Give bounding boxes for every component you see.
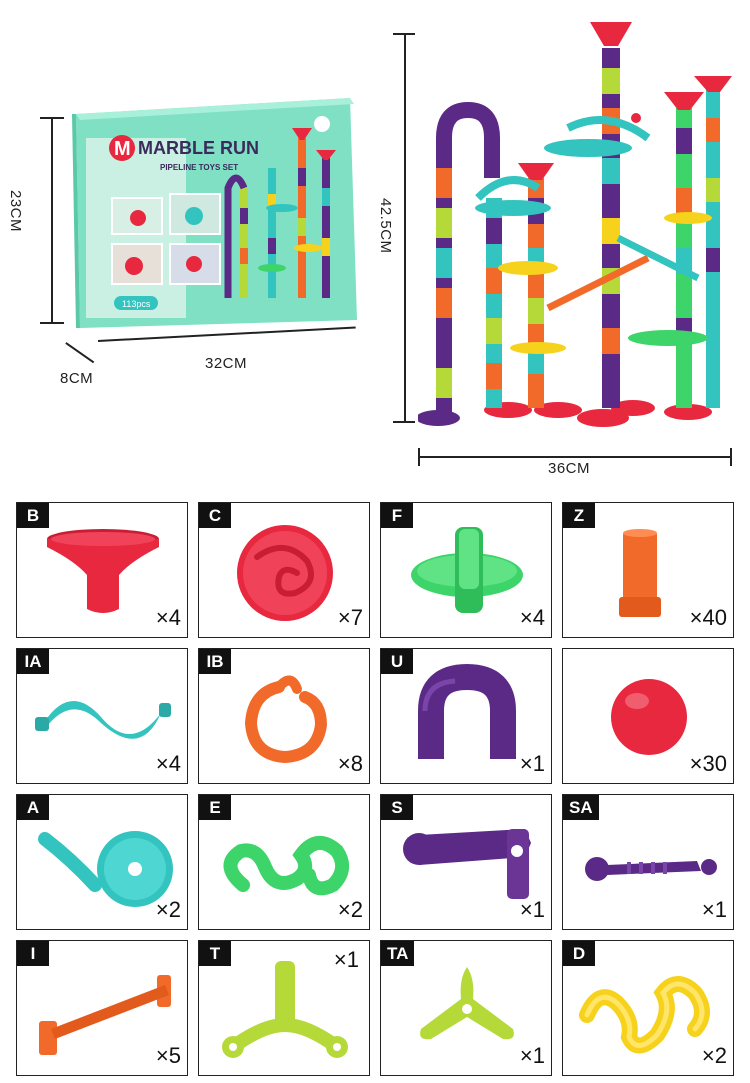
part-card-z: Z ×40 <box>562 502 734 638</box>
clip-ring-image <box>213 663 357 771</box>
part-code: S <box>381 795 413 820</box>
t-stand-image <box>213 955 357 1063</box>
part-code: IA <box>17 649 49 674</box>
tower-width-label: 36CM <box>548 460 591 477</box>
plunger-piece-image <box>577 809 721 917</box>
part-quantity: ×5 <box>155 1043 181 1068</box>
part-quantity: ×2 <box>701 1043 727 1068</box>
launcher-piece-image <box>395 809 539 917</box>
part-code: D <box>563 941 595 966</box>
part-code: Z <box>563 503 595 528</box>
part-quantity: ×8 <box>337 751 363 776</box>
u-pipe-image <box>395 663 539 771</box>
part-code: SA <box>563 795 599 820</box>
part-code: U <box>381 649 413 674</box>
part-card-s: S ×1 <box>380 794 552 930</box>
part-quantity: ×4 <box>519 605 545 630</box>
product-box-image: M MARBLE RUN PIPELINE TOYS SET 113pcs <box>72 98 357 328</box>
box-depth-label: 8CM <box>60 370 94 387</box>
part-code: F <box>381 503 413 528</box>
part-code: I <box>17 941 49 966</box>
part-quantity: ×40 <box>689 605 727 630</box>
part-card-sa: SA ×1 <box>562 794 734 930</box>
part-card-u: U ×1 <box>380 648 552 784</box>
part-card-t: T ×1 <box>198 940 370 1076</box>
part-quantity: ×1 <box>701 897 727 922</box>
tower-height-label: 42.5CM <box>377 198 394 254</box>
part-code: E <box>199 795 231 820</box>
part-card-a: A ×2 <box>16 794 188 930</box>
part-card-ia: IA ×4 <box>16 648 188 784</box>
part-quantity: ×30 <box>689 751 727 776</box>
part-quantity: ×4 <box>155 605 181 630</box>
wave-track-image <box>577 955 721 1063</box>
part-quantity: ×7 <box>337 605 363 630</box>
part-code: B <box>17 503 49 528</box>
part-code: IB <box>199 649 231 674</box>
straight-rail-image <box>31 955 175 1063</box>
part-card-b: B ×4 <box>16 502 188 638</box>
box-subtitle: PIPELINE TOYS SET <box>160 163 238 172</box>
box-width-label: 32CM <box>205 355 248 372</box>
part-quantity: ×1 <box>519 897 545 922</box>
part-quantity: ×4 <box>155 751 181 776</box>
box-height-line <box>51 117 53 323</box>
box-piece-count: 113pcs <box>122 299 151 309</box>
tower-width-line <box>418 456 731 458</box>
parts-grid: B ×4 C ×7 F <box>16 502 734 1078</box>
tower-height-line <box>404 33 406 422</box>
part-code: A <box>17 795 49 820</box>
part-card-ball: ×30 <box>562 648 734 784</box>
assembled-tower-image <box>418 18 738 438</box>
part-card-e: E ×2 <box>198 794 370 930</box>
part-quantity: ×2 <box>155 897 181 922</box>
spiral-disc-image <box>213 517 357 625</box>
part-code: TA <box>381 941 415 966</box>
part-card-f: F ×4 <box>380 502 552 638</box>
assembled-tower-art <box>418 22 732 427</box>
box-width-line <box>97 326 356 342</box>
box-height-label: 23CM <box>7 190 24 233</box>
part-code: C <box>199 503 231 528</box>
part-card-i: I ×5 <box>16 940 188 1076</box>
part-quantity: ×1 <box>519 751 545 776</box>
part-quantity: ×1 <box>519 1043 545 1068</box>
tri-connector-image <box>395 955 539 1063</box>
s-curve-slide-image <box>213 809 357 917</box>
funnel-piece-image <box>31 517 175 625</box>
part-card-ib: IB ×8 <box>198 648 370 784</box>
twist-piece-image <box>31 663 175 771</box>
part-quantity: ×1 <box>333 947 359 972</box>
part-quantity: ×2 <box>337 897 363 922</box>
box-depth-line <box>65 342 95 363</box>
part-card-c: C ×7 <box>198 502 370 638</box>
part-card-ta: TA ×1 <box>380 940 552 1076</box>
product-box-art: M MARBLE RUN PIPELINE TOYS SET 113pcs <box>72 98 357 328</box>
part-card-d: D ×2 <box>562 940 734 1076</box>
marble-ball-image <box>577 663 721 771</box>
svg-text:M: M <box>114 138 131 160</box>
junction-piece-image <box>395 517 539 625</box>
funnel-slide-image <box>31 809 175 917</box>
product-overview: 23CM 32CM 8CM <box>0 0 750 490</box>
box-brand-title: MARBLE RUN <box>138 138 259 158</box>
part-code: T <box>199 941 231 966</box>
tube-piece-image <box>577 517 721 625</box>
